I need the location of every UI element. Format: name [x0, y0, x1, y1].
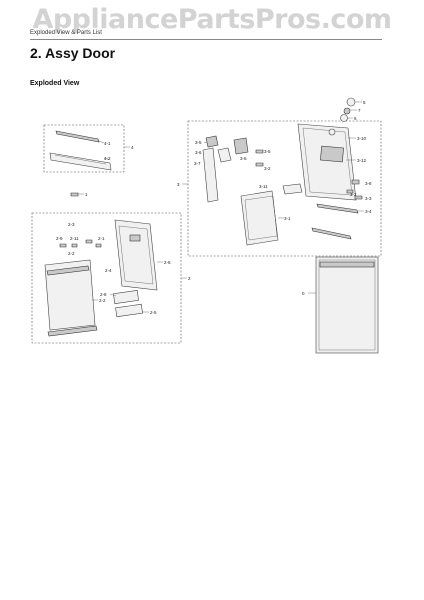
part-3-5-bracket [205, 135, 219, 148]
part-3-2-screw [255, 162, 264, 167]
group-4-frame [43, 124, 125, 173]
part-3-1-liner [240, 190, 279, 246]
part-2-5-board [115, 303, 143, 318]
part-0-door-inner [318, 259, 376, 351]
page-title: 2. Assy Door [30, 45, 116, 61]
callout-2-6: 2-6 [164, 260, 171, 265]
callout-3: 3 [177, 182, 180, 187]
part-3-12-dispenser [320, 145, 344, 163]
callout-3-5-a: 3-5 [195, 140, 202, 145]
callout-3-6-a: 3-6 [195, 150, 202, 155]
callout-0: 0 [302, 291, 305, 296]
callout-4-1: 4-1 [104, 141, 111, 146]
group-3-frame [187, 120, 382, 257]
callout-3-6-b: 3-6 [240, 156, 247, 161]
callout-3-8: 3-8 [365, 181, 372, 186]
part-3-2-b [346, 189, 354, 194]
part-2-2-door-panel [44, 259, 96, 331]
part-2-1 [95, 243, 102, 248]
part-lower-rail [311, 227, 352, 240]
callout-2-9: 2-9 [56, 236, 63, 241]
callout-2: 2 [188, 276, 191, 281]
lead-3-5-a [203, 141, 208, 144]
callout-2-4: 2-4 [105, 268, 112, 273]
part-inner-door-panel [297, 123, 357, 201]
part-3-1-inner-edge [244, 195, 278, 241]
part-3-3 [354, 195, 363, 200]
part-6-ring [340, 114, 348, 122]
part-door-handle [46, 265, 90, 276]
header-divider [30, 39, 382, 40]
part-hinge-arm [202, 147, 219, 203]
part-2-8-board [113, 290, 139, 304]
part-2-9 [59, 243, 67, 248]
part-3-6-latch [233, 137, 249, 155]
callout-3-11: 3-11 [259, 184, 268, 189]
part-3-11-plate [282, 183, 303, 195]
callout-2-2-top: 2-2 [68, 251, 75, 256]
part-7-washer [343, 107, 351, 115]
part-2-6-edge [118, 225, 154, 285]
part-1-screw [70, 192, 79, 197]
callout-3-2-a: 3-2 [264, 166, 271, 171]
part-4-2 [49, 152, 112, 171]
part-2-6-control-panel [114, 219, 158, 291]
section-header: Exploded View & Parts List [30, 30, 102, 36]
part-2-11 [71, 243, 78, 248]
lead-4-1 [98, 140, 105, 144]
callout-2-3: 2-3 [68, 222, 75, 227]
callout-5: 5 [363, 100, 366, 105]
part-2-5-kick [47, 325, 98, 337]
lead-2-8 [109, 293, 117, 297]
part-0-assembled-door [315, 256, 379, 354]
part-3-7-clip [217, 147, 232, 163]
callout-3-3: 3-3 [365, 196, 372, 201]
callout-4: 4 [131, 145, 134, 150]
callout-3-7: 3-7 [194, 161, 201, 166]
callout-2-1: 2-1 [98, 236, 105, 241]
part-3-4-rail [316, 203, 359, 214]
part-2-4-module [129, 234, 141, 242]
section-subtitle: Exploded View [30, 80, 80, 87]
watermark-logo: AppliancePartsPros.com [32, 4, 392, 35]
part-2-3 [85, 239, 93, 244]
callout-3-1: 3-1 [284, 216, 291, 221]
callout-2-8: 2-8 [100, 292, 107, 297]
part-3-10-vent [328, 128, 336, 136]
callout-2-5: 2-5 [150, 310, 157, 315]
callout-3-12: 3-12 [357, 158, 367, 163]
part-5-cap [346, 97, 356, 107]
callout-3-5-b: 3-5 [264, 149, 271, 154]
callout-2-2: 2-2 [99, 298, 106, 303]
callout-6: 6 [354, 116, 357, 121]
part-4-2-detail [54, 154, 107, 165]
part-0-door-handle [319, 261, 375, 268]
callout-7: 7 [358, 108, 361, 113]
callout-3-4: 3-4 [365, 209, 372, 214]
callout-2-11: 2-11 [70, 236, 79, 241]
callout-4-2: 4-2 [104, 156, 111, 161]
callout-1: 1 [85, 192, 88, 197]
part-4-1 [55, 130, 100, 143]
lead-4-2 [103, 157, 111, 161]
callout-3-10: 3-10 [357, 136, 367, 141]
part-3-8 [351, 179, 360, 185]
part-3-5-screw [255, 149, 264, 154]
callout-3-2-b: 3-2 [350, 192, 357, 197]
